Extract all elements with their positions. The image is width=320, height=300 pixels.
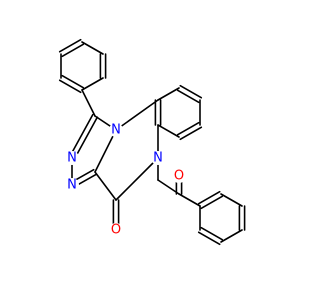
bond-double [73,116,99,161]
atom-n-triazole-2-label: N [67,178,77,193]
bond-lines [58,38,246,246]
bond-single [157,124,180,138]
atom-n-triazole-1-label: N [67,151,77,166]
bond-double [197,231,221,246]
bond-double [61,43,85,58]
bond-single [81,77,104,91]
atom-n-triazole-2: N [65,178,79,193]
bond-double [179,84,203,99]
bond-single [157,179,180,195]
atom-n-fused-label: N [111,123,121,138]
atom-o-ketone-label: O [174,169,184,184]
bond-single [94,129,117,173]
atom-n-amide: N [151,151,165,166]
molecule-diagram: N N N N O O [58,38,246,246]
bond-double [200,195,224,210]
bond-double [61,74,85,89]
bond-single [115,99,159,131]
atom-o-amide-label: O [111,223,121,238]
bond-double [68,113,94,158]
atom-o-ketone: O [172,169,186,184]
bond-double [200,226,224,241]
bond-double [179,126,203,141]
bond-single [81,41,104,55]
atom-n-amide-label: N [153,151,163,166]
atom-n-triazole-1: N [65,151,79,166]
bond-single [115,157,159,201]
bond-double [58,79,82,94]
bond-double [197,190,221,205]
bond-double [176,89,200,104]
atom-labels: N N N N O O [65,123,186,238]
atom-n-fused: N [109,123,123,138]
bond-double [58,38,82,53]
bond-single [220,229,243,243]
bond-single [81,89,96,117]
bond-single [157,87,180,101]
atom-o-amide: O [109,223,123,238]
bond-single [94,171,117,201]
bond-single [178,193,201,207]
bond-single [220,193,243,207]
bond-double [176,121,200,136]
molecule-structure: N N N N O O [58,38,246,246]
